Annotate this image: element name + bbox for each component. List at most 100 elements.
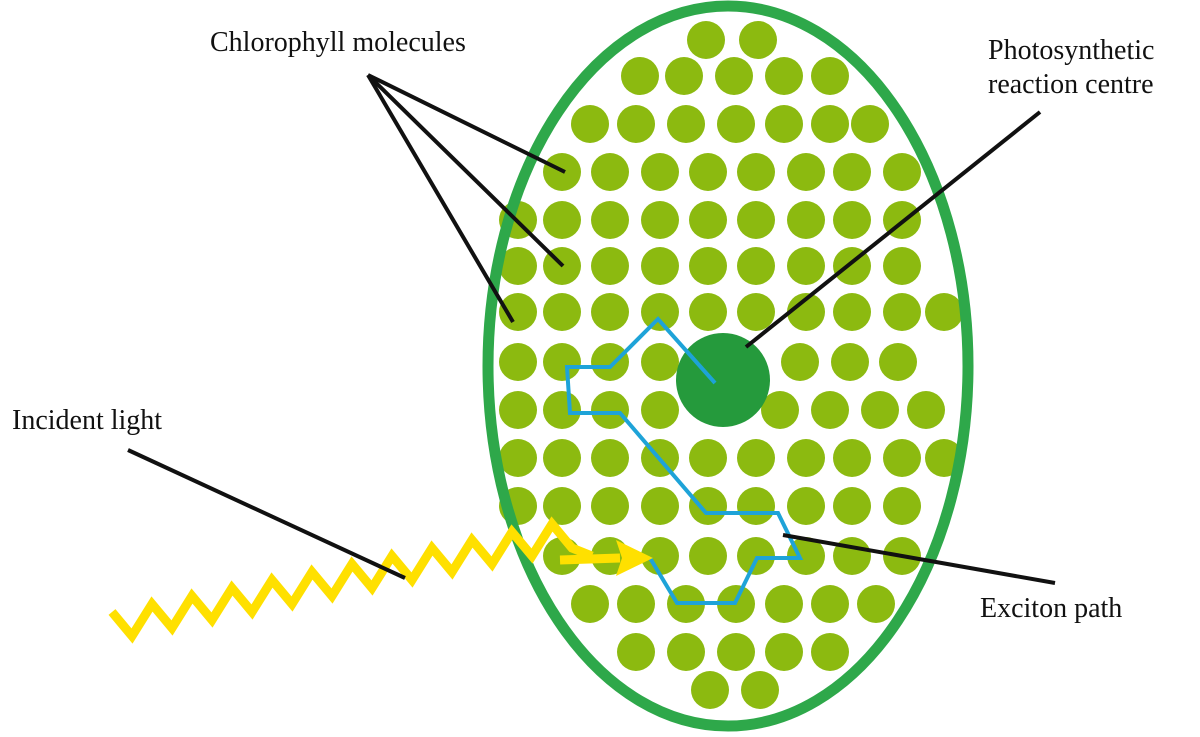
exciton-path-line	[564, 316, 804, 605]
chlorophyll-molecule	[741, 671, 779, 709]
chlorophyll-molecule	[689, 153, 727, 191]
chlorophyll-molecule	[737, 247, 775, 285]
chlorophyll-molecule	[621, 57, 659, 95]
chlorophyll-molecule	[811, 57, 849, 95]
chlorophyll-molecule	[833, 153, 871, 191]
chlorophyll-molecule	[689, 201, 727, 239]
incident-light-arrow-shaft	[559, 553, 621, 565]
chlorophyll-molecule	[811, 633, 849, 671]
chlorophyll-molecule	[781, 343, 819, 381]
chlorophyll-molecule	[737, 293, 775, 331]
pointer-exciton	[782, 533, 1056, 585]
chlorophyll-molecule	[739, 21, 777, 59]
incident-light-arrowhead	[616, 540, 653, 576]
reaction-centre	[676, 333, 770, 427]
chlorophyll-molecule	[499, 247, 537, 285]
label-reaction-centre-line1: Photosynthetic	[988, 35, 1155, 66]
chlorophyll-molecule	[883, 487, 921, 525]
chlorophyll-molecule	[591, 153, 629, 191]
pointer-lines	[127, 73, 1056, 585]
chlorophyll-molecule	[641, 153, 679, 191]
chlorophyll-molecule	[689, 439, 727, 477]
chlorophyll-molecule	[861, 391, 899, 429]
chlorophyll-molecule	[787, 201, 825, 239]
chlorophyll-molecule	[715, 57, 753, 95]
chlorophyll-molecule	[883, 439, 921, 477]
chlorophyll-molecule	[737, 153, 775, 191]
incident-light-ray	[108, 516, 594, 644]
chlorophyll-molecule	[833, 201, 871, 239]
chlorophyll-molecule	[667, 633, 705, 671]
chlorophyll-molecule	[665, 57, 703, 95]
membrane-boundary	[482, 0, 974, 732]
chlorophyll-molecule	[499, 343, 537, 381]
chlorophyll-molecule	[641, 391, 679, 429]
chlorophyll-molecule	[689, 293, 727, 331]
chlorophyll-molecule	[787, 293, 825, 331]
chlorophyll-molecule	[543, 343, 581, 381]
chlorophyll-molecule	[667, 105, 705, 143]
chlorophyll-molecule	[925, 293, 963, 331]
chlorophyll-molecule	[591, 343, 629, 381]
pointer-reaction-centre	[744, 110, 1042, 349]
chlorophyll-molecule	[907, 391, 945, 429]
chlorophyll-molecule	[499, 293, 537, 331]
chlorophyll-molecule	[689, 247, 727, 285]
chlorophyll-molecule	[737, 487, 775, 525]
chlorophyll-molecule	[765, 105, 803, 143]
chlorophyll-molecule	[833, 439, 871, 477]
chlorophyll-molecule	[591, 247, 629, 285]
chlorophyll-molecule	[641, 343, 679, 381]
chlorophyll-molecule	[689, 537, 727, 575]
chlorophyll-molecule	[737, 439, 775, 477]
chlorophyll-molecule	[641, 247, 679, 285]
chlorophyll-molecule	[691, 671, 729, 709]
chlorophyll-molecule	[617, 585, 655, 623]
pointer-chloro-2	[366, 73, 565, 268]
label-chlorophyll-molecules: Chlorophyll molecules	[210, 27, 466, 58]
chlorophyll-molecule	[571, 585, 609, 623]
chlorophyll-molecule	[717, 105, 755, 143]
chlorophyll-molecule	[543, 391, 581, 429]
chlorophyll-molecule	[641, 537, 679, 575]
chlorophyll-molecule	[591, 201, 629, 239]
chlorophyll-molecule	[499, 391, 537, 429]
chlorophyll-molecule	[883, 247, 921, 285]
chlorophyll-molecule	[765, 633, 803, 671]
chlorophyll-molecule	[833, 487, 871, 525]
chlorophyll-molecule	[811, 105, 849, 143]
chlorophyll-molecule	[833, 293, 871, 331]
chlorophyll-molecule	[765, 585, 803, 623]
chlorophyll-molecule	[761, 391, 799, 429]
chlorophyll-molecule	[591, 391, 629, 429]
pointer-incident-light	[127, 448, 406, 580]
chlorophyll-molecule	[641, 293, 679, 331]
chlorophyll-molecule	[543, 293, 581, 331]
chlorophyll-molecule	[737, 201, 775, 239]
chlorophyll-molecule	[811, 391, 849, 429]
chlorophyll-molecule	[879, 343, 917, 381]
pointer-chloro-3	[366, 73, 515, 324]
chlorophyll-molecule	[689, 487, 727, 525]
chlorophyll-molecule	[543, 201, 581, 239]
chlorophyll-molecule	[811, 585, 849, 623]
label-incident-light: Incident light	[12, 405, 163, 436]
chlorophyll-molecule	[543, 439, 581, 477]
chlorophyll-molecule	[641, 487, 679, 525]
label-reaction-centre-line2: reaction centre	[988, 69, 1154, 100]
chlorophyll-molecule	[883, 153, 921, 191]
chlorophyll-molecule	[591, 439, 629, 477]
chlorophyll-molecule	[787, 247, 825, 285]
chlorophyll-molecule	[543, 487, 581, 525]
chlorophyll-molecule	[591, 293, 629, 331]
chlorophyll-molecule	[499, 439, 537, 477]
label-exciton-path: Exciton path	[980, 593, 1123, 624]
chlorophyll-molecule	[571, 105, 609, 143]
chlorophyll-molecule	[617, 633, 655, 671]
chlorophyll-molecule	[641, 201, 679, 239]
chlorophyll-molecule	[617, 105, 655, 143]
pointer-chloro-1	[367, 73, 566, 174]
chlorophyll-molecule	[851, 105, 889, 143]
